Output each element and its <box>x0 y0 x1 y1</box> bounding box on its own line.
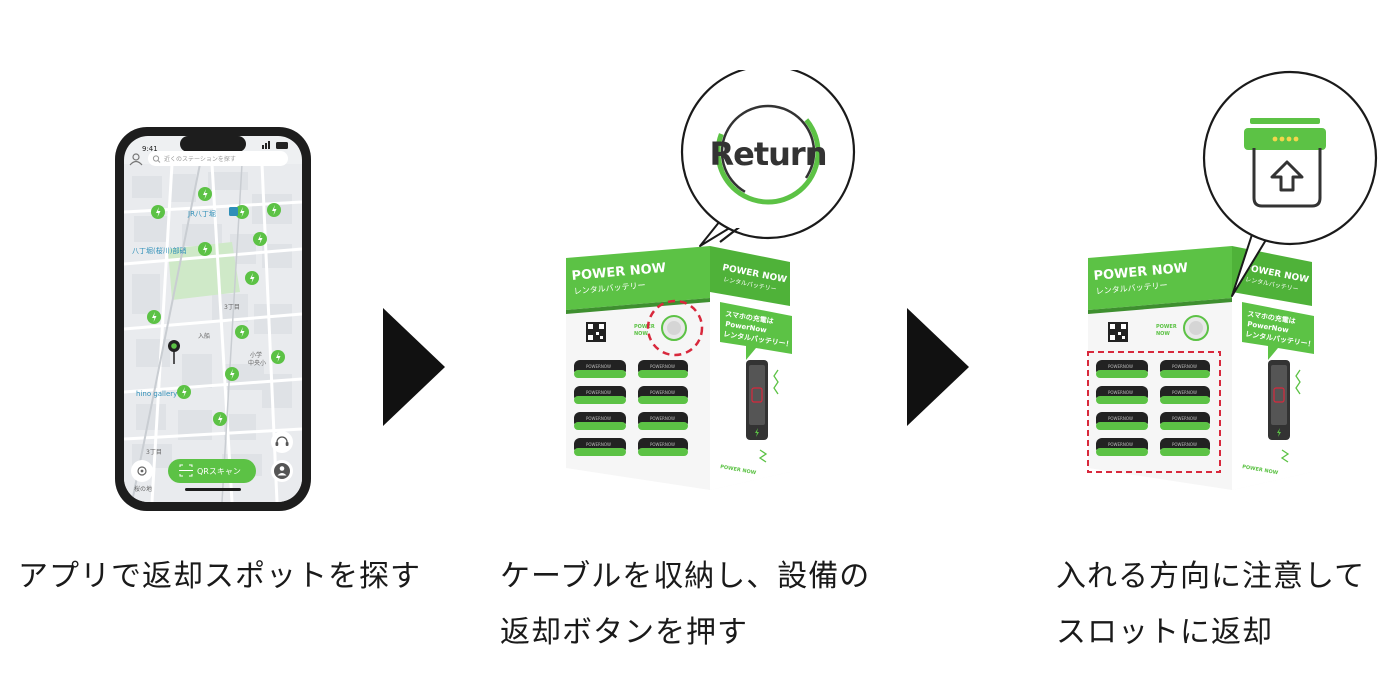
svg-text:POWERNOW: POWERNOW <box>1108 442 1133 447</box>
highlight-ring <box>646 299 704 357</box>
panel-brand: POWER <box>1156 324 1177 330</box>
svg-text:POWERNOW: POWERNOW <box>1172 416 1197 421</box>
svg-text:POWERNOW: POWERNOW <box>1108 390 1133 395</box>
phone-charging-icon <box>746 360 768 440</box>
svg-text:POWERNOW: POWERNOW <box>586 442 611 447</box>
battery-slot: POWERNOW <box>638 360 688 378</box>
map-label: 中央小 <box>248 359 266 367</box>
rental-station: POWER NOW レンタルバッテリー POWER NOW レンタルバッテリー … <box>566 246 793 490</box>
search-input[interactable] <box>148 151 288 166</box>
qr-code-icon <box>1108 322 1128 342</box>
phone-illustration: 9:41 近くのステーションを探す JR八丁堀 八丁堀(桜川)部硝 3丁目 入船… <box>115 127 311 511</box>
step1-caption: アプリで返却スポットを探す <box>18 559 421 594</box>
battery-slot: POWERNOW <box>638 438 688 456</box>
svg-text:POWERNOW: POWERNOW <box>586 364 611 369</box>
promo-speech-bubble: スマホの充電は PowerNow レンタルバッテリー！ <box>1242 302 1315 360</box>
profile-button[interactable] <box>271 460 293 482</box>
battery-slot: POWERNOW <box>638 412 688 430</box>
station-return-button-illustration: POWER NOW レンタルバッテリー POWER NOW レンタルバッテリー … <box>566 70 856 490</box>
panel-brand: POWER <box>634 324 655 330</box>
battery-slot: POWERNOW <box>574 438 626 456</box>
phone-charging-icon <box>1268 360 1290 440</box>
svg-text:POWERNOW: POWERNOW <box>1172 390 1197 395</box>
battery-slot[interactable]: POWERNOW <box>1160 360 1210 378</box>
step3-caption-line1: 入れる方向に注意して <box>1056 559 1366 594</box>
battery-slot[interactable]: POWERNOW <box>1096 360 1148 378</box>
panel-brand: NOW <box>1156 331 1170 337</box>
user-icon[interactable] <box>129 153 143 166</box>
battery-slot: POWERNOW <box>574 412 626 430</box>
battery-slot[interactable]: POWERNOW <box>1160 386 1210 404</box>
map-label: hino gallery <box>136 390 177 398</box>
zoom-callout <box>1202 70 1378 297</box>
svg-text:POWERNOW: POWERNOW <box>586 390 611 395</box>
battery-slot[interactable]: POWERNOW <box>1096 412 1148 430</box>
qr-scan-icon <box>179 464 193 477</box>
map-label: 八丁堀(桜川)部硝 <box>132 246 186 255</box>
promo-speech-bubble: スマホの充電は PowerNow レンタルバッテリー！ <box>720 302 793 360</box>
next-step-arrow <box>383 308 445 426</box>
battery-slot: POWERNOW <box>574 360 626 378</box>
status-time: 9:41 <box>142 145 158 153</box>
search-icon <box>152 155 161 163</box>
svg-text:POWERNOW: POWERNOW <box>650 364 675 369</box>
svg-text:POWERNOW: POWERNOW <box>650 442 675 447</box>
search-placeholder: 近くのステーションを探す <box>164 155 236 163</box>
map-label: 桜の地 <box>134 485 152 493</box>
step3-caption-line2: スロットに返却 <box>1056 615 1273 650</box>
station-slot-illustration: POWER NOW レンタルバッテリー POWER NOW レンタルバッテリー … <box>1087 70 1378 490</box>
battery-slot[interactable]: POWERNOW <box>1096 438 1148 456</box>
svg-text:POWERNOW: POWERNOW <box>650 416 675 421</box>
svg-text:POWERNOW: POWERNOW <box>1108 364 1133 369</box>
map-label: JR八丁堀 <box>187 209 216 218</box>
slot-insert-icon <box>1244 118 1326 208</box>
locate-button[interactable] <box>131 460 153 482</box>
map-label: 入船 <box>198 332 210 340</box>
battery-slot[interactable]: POWERNOW <box>1160 412 1210 430</box>
next-step-arrow <box>907 308 969 426</box>
zoom-callout: Return <box>680 70 856 247</box>
return-button[interactable] <box>661 315 687 341</box>
return-button-closeup: Return <box>710 99 827 205</box>
map-label: 小学 <box>250 351 262 359</box>
battery-slots: POWERNOW POWERNOW POWERNOW POWERNOW POWE… <box>574 360 688 456</box>
qr-scan-button[interactable]: QRスキャン <box>168 459 256 483</box>
battery-slots[interactable]: POWERNOW POWERNOW POWERNOW POWERNOW POWE… <box>1096 360 1210 456</box>
step2-caption-line2: 返却ボタンを押す <box>500 615 748 650</box>
current-location-marker <box>168 340 180 364</box>
battery-slot[interactable]: POWERNOW <box>1160 438 1210 456</box>
step2-caption-line1: ケーブルを収納し、設備の <box>500 559 871 594</box>
status-icons <box>262 141 288 149</box>
station-pins[interactable] <box>147 187 285 426</box>
svg-text:POWERNOW: POWERNOW <box>586 416 611 421</box>
svg-text:POWERNOW: POWERNOW <box>650 390 675 395</box>
map-label: 3丁目 <box>146 449 162 456</box>
map-label: 3丁目 <box>224 304 240 311</box>
battery-slot: POWERNOW <box>638 386 688 404</box>
svg-text:POWERNOW: POWERNOW <box>1172 364 1197 369</box>
return-button[interactable] <box>1183 315 1209 341</box>
up-arrow-icon <box>1270 160 1304 192</box>
qr-scan-label: QRスキャン <box>197 467 241 476</box>
rental-station: POWER NOW レンタルバッテリー POWER NOW レンタルバッテリー … <box>1087 246 1315 490</box>
panel-brand: NOW <box>634 331 648 337</box>
svg-text:POWERNOW: POWERNOW <box>1108 416 1133 421</box>
battery-slot[interactable]: POWERNOW <box>1096 386 1148 404</box>
home-indicator <box>185 488 241 491</box>
svg-text:POWERNOW: POWERNOW <box>1172 442 1197 447</box>
highlight-box <box>1087 351 1221 473</box>
support-button[interactable] <box>271 431 293 453</box>
return-label: Return <box>710 135 827 173</box>
battery-slot: POWERNOW <box>574 386 626 404</box>
qr-code-icon <box>586 322 606 342</box>
